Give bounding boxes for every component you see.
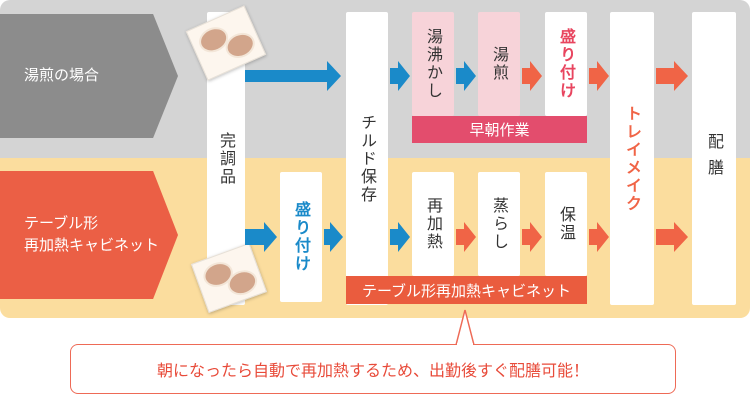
- early-morning-tag-label: 早朝作業: [469, 121, 530, 139]
- arrow-blue-top-2: [456, 61, 476, 91]
- step-hoon-label: 保温: [557, 206, 576, 242]
- step-saikanetsu: 再加熱: [412, 172, 454, 276]
- arrow-orange-top-1: [522, 61, 542, 91]
- arrow-blue-long-top: [245, 61, 341, 91]
- step-saikanetsu-label: 再加熱: [424, 197, 443, 251]
- arrow-blue-top-1: [390, 61, 410, 91]
- arrow-blue-bottom-1: [245, 222, 277, 252]
- arrow-orange-top-3: [656, 61, 688, 91]
- step-murashi-label: 蒸らし: [490, 197, 509, 251]
- yusen-row-text: 湯煎の場合: [24, 66, 100, 85]
- step-hoon: 保温: [545, 172, 587, 276]
- step-moritsuke-bottom-label: 盛り付け: [292, 201, 311, 273]
- column-haizen: 配膳: [692, 12, 736, 305]
- column-haizen-label: 配膳: [705, 132, 724, 185]
- step-yusen: 湯煎: [478, 12, 520, 116]
- yusen-row-label: 湯煎の場合: [0, 14, 178, 138]
- arrow-orange-bottom-2: [522, 222, 542, 252]
- arrow-orange-top-2: [589, 61, 609, 91]
- column-chilled-label: チルド保存: [358, 113, 377, 204]
- cabinet-tag: テーブル形再加熱キャビネット: [346, 276, 587, 304]
- step-moritsuke-top: 盛り付け: [545, 12, 587, 116]
- early-morning-tag: 早朝作業: [412, 116, 587, 143]
- step-moritsuke-top-label: 盛り付け: [557, 28, 576, 100]
- step-yuwakashi-label: 湯沸かし: [424, 28, 443, 100]
- column-chilled: チルド保存: [346, 12, 388, 305]
- cabinet-row-text-2: 再加熱キャビネット: [24, 236, 160, 254]
- arrow-orange-bottom-4: [656, 222, 688, 252]
- cabinet-row-text-1: テーブル形: [24, 214, 99, 233]
- cabinet-tag-label: テーブル形再加熱キャビネット: [361, 281, 572, 300]
- cabinet-row-label: テーブル形 再加熱キャビネット: [0, 171, 178, 299]
- step-murashi: 蒸らし: [478, 172, 520, 276]
- callout-box: 朝になったら自動で再加熱するため、出勤後すぐ配膳可能！: [70, 344, 676, 394]
- callout-pointer-joint: [457, 343, 473, 347]
- step-moritsuke-bottom: 盛り付け: [280, 172, 322, 302]
- column-kanchou-label: 完調品: [217, 131, 236, 186]
- arrow-orange-bottom-1: [456, 222, 476, 252]
- column-tray: トレイメイク: [610, 12, 654, 305]
- step-yuwakashi: 湯沸かし: [412, 12, 454, 116]
- arrow-blue-bottom-3: [390, 222, 410, 252]
- column-tray-label: トレイメイク: [623, 104, 642, 213]
- arrow-orange-bottom-3: [589, 222, 609, 252]
- arrow-blue-bottom-2: [324, 222, 343, 252]
- callout-pointer: [455, 309, 475, 346]
- step-yusen-label: 湯煎: [490, 46, 509, 82]
- callout-text: 朝になったら自動で再加熱するため、出勤後すぐ配膳可能！: [156, 361, 589, 380]
